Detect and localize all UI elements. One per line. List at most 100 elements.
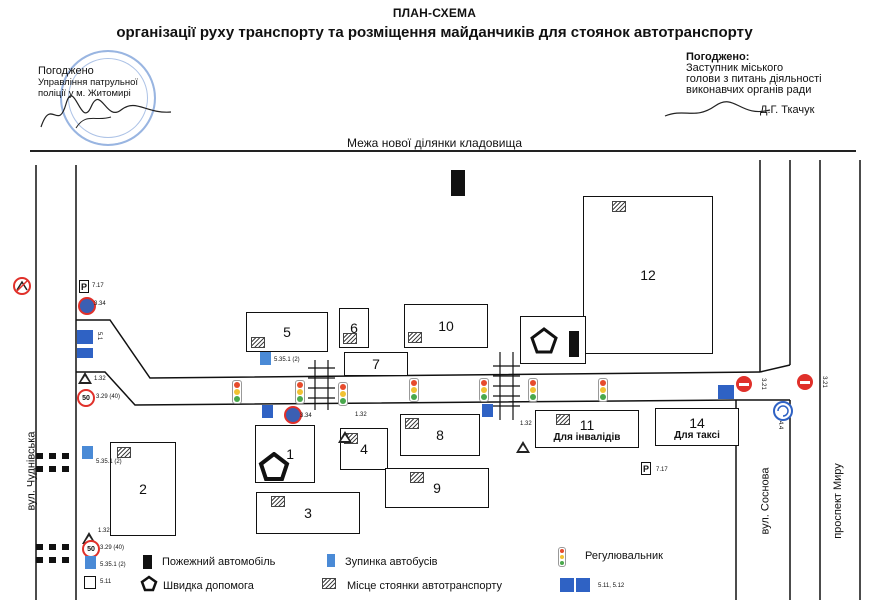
parking-icon xyxy=(271,496,285,507)
pedestrian-crossing-sign xyxy=(260,352,271,365)
parking-icon xyxy=(251,337,265,348)
building-label: 1 xyxy=(286,446,294,462)
sign-code: 1.32 xyxy=(355,412,367,418)
building-label: 7 xyxy=(372,356,380,372)
approval-right: Погоджено: Заступник міського голови з п… xyxy=(686,52,822,96)
sign-code: 5.11 xyxy=(100,579,112,585)
parking-sign: P xyxy=(641,462,651,475)
warning-sign xyxy=(78,372,92,384)
building-1: 1 xyxy=(255,425,315,483)
parking-icon xyxy=(405,418,419,429)
pedestrian-crossing-sign xyxy=(82,446,93,459)
building-label: 11 xyxy=(579,417,595,433)
approval-right-heading: Погоджено: xyxy=(686,51,750,63)
approval-right-line3: виконавчих органів ради xyxy=(686,84,812,96)
direction-sign xyxy=(77,348,93,358)
legend-regulator: Регулювальник xyxy=(585,550,663,562)
sign-code: 7.17 xyxy=(656,467,668,473)
building-label: 6 xyxy=(350,320,358,336)
left-signature xyxy=(40,95,172,129)
no-parking-sign xyxy=(78,297,96,315)
building-label: 4 xyxy=(360,441,368,457)
sign-code: 4.4 xyxy=(777,420,784,430)
approval-left-heading: Погоджено xyxy=(38,65,94,77)
sign-code: 3.34 xyxy=(300,413,312,419)
speed-limit-sign: 50 xyxy=(82,540,100,558)
sign-code: 5.1 xyxy=(96,331,103,341)
road-label-myru: проспект Миру xyxy=(831,463,844,539)
no-entry-sign xyxy=(797,374,813,390)
regulator-marker xyxy=(409,378,419,402)
building-label: 10 xyxy=(438,318,454,334)
sign-code: 5.35.1 (2) xyxy=(274,357,300,363)
warning-sign xyxy=(338,431,352,443)
approval-right-line1: Заступник міського xyxy=(686,62,784,74)
bus-stop-sign xyxy=(482,404,493,417)
road-label-chudnivska: вул. Чуднівська xyxy=(25,431,38,511)
right-signature xyxy=(664,101,771,117)
sign-code: 3.21 xyxy=(759,378,766,390)
plan-subtitle: організації руху транспорту та розміщенн… xyxy=(116,24,753,41)
direction-sign xyxy=(77,330,93,344)
bus-stop-legend-icon xyxy=(327,554,335,567)
ambulance-area xyxy=(520,316,586,364)
building-label: 14 xyxy=(689,415,705,431)
parking-icon xyxy=(408,332,422,343)
building-8: 8 xyxy=(400,414,480,456)
lane-sign-legend-icon xyxy=(576,578,590,592)
building-7: 7 xyxy=(344,352,408,376)
regulator-marker xyxy=(338,382,348,406)
building-3: 3 xyxy=(256,492,360,534)
direction-sign xyxy=(718,385,734,399)
parking-sign xyxy=(84,576,96,589)
parking-icon xyxy=(117,447,131,458)
sign-code: 7.17 xyxy=(92,283,104,289)
lane-sign-legend-icon xyxy=(560,578,574,592)
approval-left-line2: поліції у м. Житомирі xyxy=(38,88,131,99)
parking-icon xyxy=(410,472,424,483)
sign-code: 3.34 xyxy=(94,301,106,307)
regulator-marker xyxy=(528,378,538,402)
regulator-legend-icon xyxy=(558,547,566,567)
sign-code: 3.29 (40) xyxy=(100,545,125,551)
fire-truck-legend-icon xyxy=(143,555,152,569)
building-12: 12 xyxy=(583,196,713,354)
fire-truck-marker xyxy=(569,331,579,357)
building-label: 9 xyxy=(433,480,441,496)
legend-ambulance: Швидка допомога xyxy=(163,580,254,592)
legend-bus: Зупинка автобусів xyxy=(345,556,438,568)
approval-left: Погоджено Управління патрульної поліції … xyxy=(38,65,139,100)
plan-title: ПЛАН-СХЕМА xyxy=(392,6,477,20)
sign-code: 5.35.1 (2) xyxy=(96,459,122,465)
sign-code: 3.29 (40) xyxy=(96,394,121,400)
building-label: 3 xyxy=(304,505,312,521)
building-10: 10 xyxy=(404,304,488,348)
building-2: 2 xyxy=(110,442,176,536)
regulator-marker xyxy=(598,378,608,402)
legend-signs-ref: 5.11, 5.12 xyxy=(598,583,625,589)
warning-sign xyxy=(516,441,530,453)
building-9: 9 xyxy=(385,468,489,508)
approval-left-line1: Управління патрульної xyxy=(38,77,139,88)
building-sublabel: Для інвалідів xyxy=(553,432,621,443)
sign-code: 1.32 xyxy=(94,376,106,382)
sign-code: 1.32 xyxy=(520,421,532,427)
parking-legend-icon xyxy=(322,578,336,589)
sign-code: 3.21 xyxy=(820,376,827,388)
parking-icon xyxy=(343,333,357,344)
no-entry-sign xyxy=(736,376,752,392)
boundary-label: Межа нової ділянки кладовища xyxy=(346,136,523,150)
bus-stop-sign xyxy=(262,405,273,418)
legend-fire: Пожежний автомобіль xyxy=(162,556,276,568)
building-11: 11 Для інвалідів xyxy=(535,410,639,448)
building-6: 6 xyxy=(339,308,369,348)
parking-sign: P xyxy=(79,280,89,293)
police-stamp xyxy=(60,50,156,146)
regulator-marker xyxy=(295,380,305,404)
building-label: 12 xyxy=(640,267,656,283)
parking-icon xyxy=(556,414,570,425)
ambulance-icon xyxy=(530,327,558,354)
building-label: 2 xyxy=(139,481,147,497)
building-label: 5 xyxy=(283,324,291,340)
